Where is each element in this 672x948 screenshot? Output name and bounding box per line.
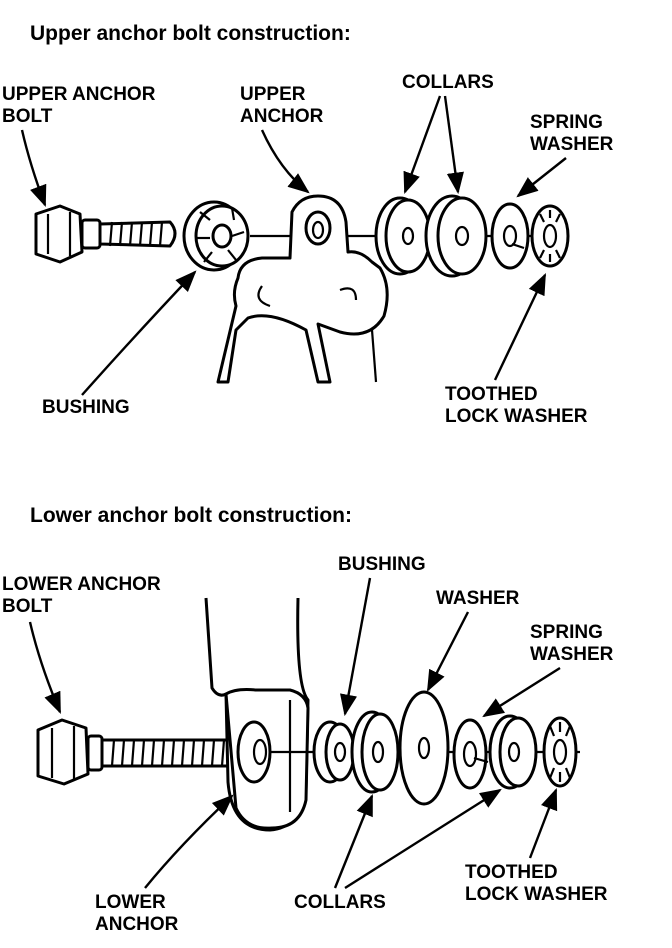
label-upper-anchor-bolt-line2: BOLT [2, 106, 53, 127]
upper-toothed-lock-washer-part [530, 204, 570, 268]
lower-collar-2-part [488, 714, 538, 790]
upper-anchor-part [216, 194, 389, 384]
leader-upper-collar-2 [443, 95, 464, 195]
leader-upper-anchor-bolt [20, 129, 47, 208]
label-upper-anchor-bolt-line1: UPPER ANCHOR [2, 84, 156, 105]
label-lower-washer: WASHER [436, 588, 520, 609]
label-upper-spring-washer-line1: SPRING [530, 112, 603, 133]
leader-lower-washer [426, 611, 470, 692]
leader-lower-collar-2 [344, 788, 502, 890]
leader-lower-anchor-bolt [28, 621, 62, 714]
label-lower-collars: COLLARS [294, 892, 386, 913]
leader-lower-bushing [340, 577, 372, 717]
label-upper-anchor-line1: UPPER [240, 84, 306, 105]
label-lower-spring-washer-line1: SPRING [530, 622, 603, 643]
lower-collar-1-part [350, 710, 400, 794]
label-lower-anchor-bolt-line1: LOWER ANCHOR [2, 574, 161, 595]
label-upper-bushing: BUSHING [42, 397, 130, 418]
label-lower-bushing: BUSHING [338, 554, 426, 575]
leader-upper-collar-1 [403, 95, 442, 195]
label-lower-anchor-line1: LOWER [95, 892, 166, 913]
leader-lower-collar-1 [333, 793, 374, 889]
lower-section-title: Lower anchor bolt construction: [30, 504, 352, 527]
label-upper-anchor-line2: ANCHOR [240, 106, 324, 127]
lower-spring-washer-part [452, 718, 489, 790]
leader-upper-toothed-lock-washer [493, 273, 547, 381]
label-lower-toothed-lock-washer-line1: TOOTHED [465, 862, 558, 883]
leader-upper-bushing [81, 270, 197, 396]
leader-lower-anchor [144, 794, 234, 889]
upper-collar-1-part [374, 196, 432, 276]
label-upper-toothed-lock-washer-line1: TOOTHED [445, 384, 538, 405]
lower-anchor-part [204, 597, 310, 832]
upper-section-title: Upper anchor bolt construction: [30, 22, 351, 45]
lower-bushing-part [312, 720, 356, 784]
lower-toothed-lock-washer-part [542, 716, 578, 788]
label-lower-toothed-lock-washer-line2: LOCK WASHER [465, 884, 608, 905]
label-lower-anchor-line2: ANCHOR [95, 914, 179, 935]
upper-bushing-part [182, 200, 250, 272]
upper-collar-2-part [424, 194, 488, 278]
lower-washer-part [398, 690, 450, 806]
upper-spring-washer-part [490, 202, 530, 270]
label-upper-collars: COLLARS [402, 72, 494, 93]
label-lower-spring-washer-line2: WASHER [530, 644, 614, 665]
leader-upper-anchor [260, 129, 310, 194]
leader-upper-spring-washer [516, 157, 567, 198]
label-upper-toothed-lock-washer-line2: LOCK WASHER [445, 406, 588, 427]
leader-lower-toothed-lock-washer [528, 787, 558, 859]
label-upper-spring-washer-line2: WASHER [530, 134, 614, 155]
upper-anchor-bolt-part [34, 204, 177, 264]
leader-lower-spring-washer [482, 666, 561, 718]
label-lower-anchor-bolt-line2: BOLT [2, 596, 53, 617]
lower-anchor-bolt-part [36, 718, 236, 786]
